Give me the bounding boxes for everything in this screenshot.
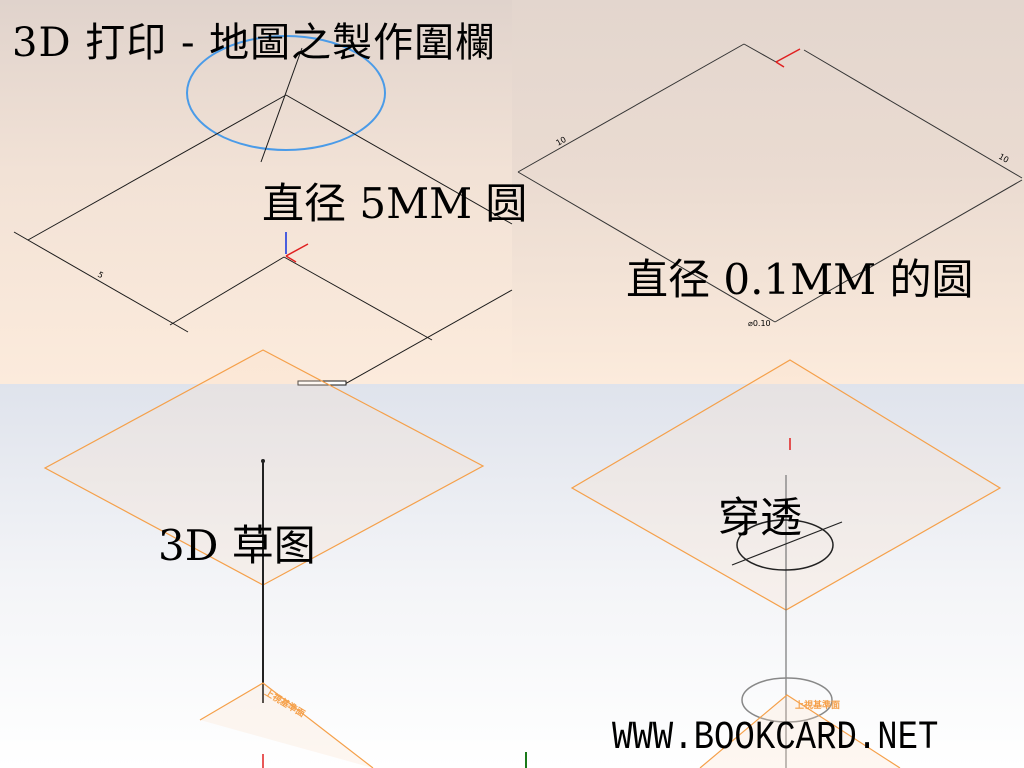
caption-pierce: 穿透 (718, 493, 803, 542)
bottom-left-sketch (43, 349, 485, 768)
plane-label: 上視基準面 (795, 699, 840, 711)
dimension-10-left[interactable]: 10 (555, 135, 568, 148)
dimension-line (13, 231, 189, 333)
sketch-line (283, 256, 433, 341)
top-left-sketch (13, 35, 513, 386)
sketch-line (743, 43, 777, 63)
lower-plane (699, 694, 901, 768)
axis-y (285, 255, 297, 263)
sketch-line (27, 94, 287, 241)
caption-5mm-circle: 直径 5MM 圆 (262, 179, 528, 228)
bottom-right-sketch (525, 359, 1002, 768)
page-title: 3D 打印 - 地圖之製作圍欄 (12, 20, 497, 66)
lower-circle (741, 677, 833, 723)
axis-x (775, 48, 801, 63)
diameter-leader (260, 47, 303, 163)
sketch-line (517, 171, 776, 323)
panel-pierce (512, 384, 1024, 768)
diameter-line (731, 521, 843, 566)
axis-x (285, 243, 309, 257)
sketch-line (803, 49, 1023, 179)
caption-3d-sketch: 3D 草图 (158, 521, 316, 570)
sketch-point (261, 459, 265, 463)
sketch-line (169, 256, 285, 326)
top-right-sketch (517, 43, 1023, 323)
5mm-circle (186, 35, 386, 151)
lower-plane (199, 682, 374, 768)
sketch-line (344, 289, 513, 385)
dimension-10-right[interactable]: 10 (997, 152, 1010, 165)
diameter-dimension[interactable]: ⌀0.10 (748, 319, 771, 328)
watermark: WWW.BOOKCARD.NET (612, 716, 939, 761)
axis-y (775, 61, 785, 68)
panel-5mm-circle (0, 0, 512, 384)
sketch-line (285, 94, 513, 225)
panel-3d-sketch (0, 384, 512, 768)
pierce-circle (736, 519, 834, 571)
sketch-line (517, 43, 745, 173)
sketch-line (774, 179, 1023, 323)
caption-0.1mm-circle: 直径 0.1MM 的圆 (626, 255, 974, 304)
dimension-5[interactable]: 5 (96, 270, 105, 280)
panel-0.1mm-circle (512, 0, 1024, 384)
